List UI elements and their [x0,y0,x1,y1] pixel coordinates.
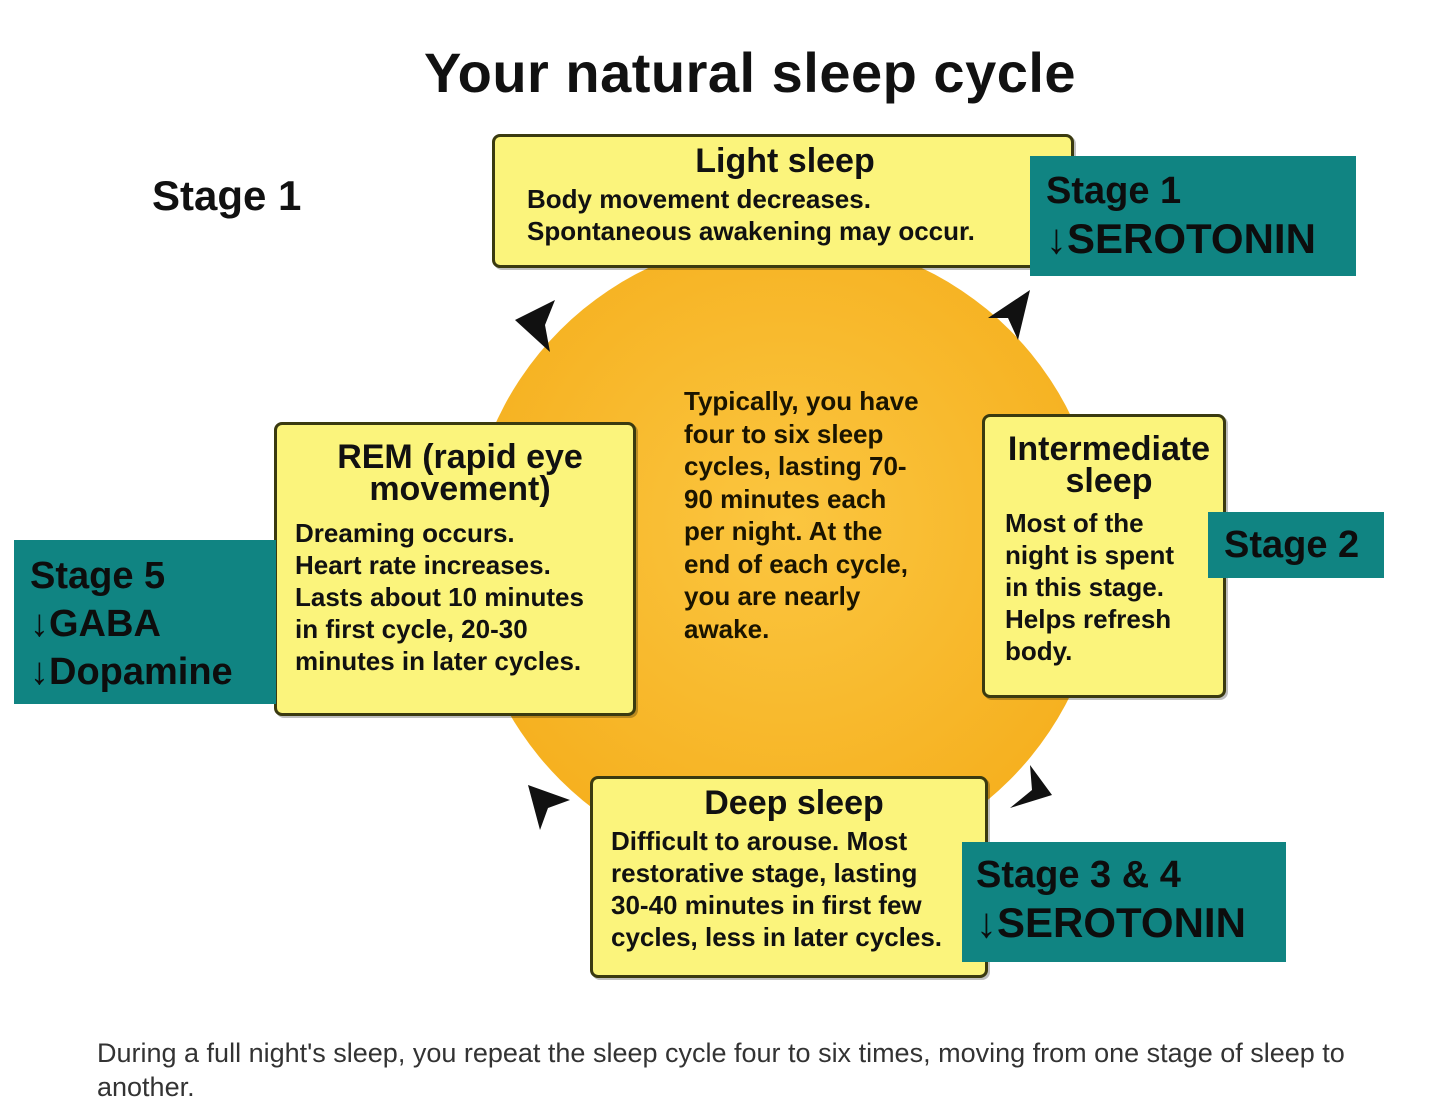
rem-sleep-line-1: Dreaming occurs. [295,518,515,548]
stage-3-4-tag: Stage 3 & 4 ↓SEROTONIN [962,842,1286,962]
stage-1-tag-title: Stage 1 [1046,170,1182,212]
intermediate-sleep-line-4: Helps refresh [1005,604,1172,634]
stage-2-tag-title: Stage 2 [1224,524,1360,566]
intermediate-sleep-line-1: Most of the [1005,508,1144,538]
stage-1-label: Stage 1 [152,172,302,219]
arrow-light-to-intermediate [988,290,1030,340]
center-text: Typically, you have four to six sleep cy… [684,386,919,644]
deep-sleep-box: Deep sleep Difficult to arouse. Most res… [590,776,988,978]
light-sleep-title: Light sleep [695,142,875,180]
stage-3-4-tag-title: Stage 3 & 4 [976,854,1181,896]
arrow-rem-to-light [515,300,555,352]
deep-sleep-line-1: Difficult to arouse. Most [611,826,908,856]
deep-sleep-line-2: restorative stage, lasting [611,858,918,888]
rem-sleep-title-1: REM (rapid eye [337,438,583,476]
stage-1-tag-line-1: ↓SEROTONIN [1046,215,1316,262]
intermediate-sleep-line-5: body. [1005,636,1073,666]
intermediate-sleep-title-2: sleep [1065,462,1153,500]
deep-sleep-line-3: 30-40 minutes in first few [611,890,922,920]
intermediate-sleep-box: Intermediate sleep Most of the night is … [982,414,1226,698]
intermediate-sleep-title-1: Intermediate [1007,430,1211,468]
intermediate-sleep-line-3: in this stage. [1005,572,1164,602]
stage-2-tag: Stage 2 [1208,512,1384,578]
arrow-deep-to-rem [528,785,570,830]
rem-sleep-title-2: movement) [369,470,551,508]
deep-sleep-line-4: cycles, less in later cycles. [611,922,943,952]
stage-5-tag-title: Stage 5 [30,555,166,597]
stage-3-4-tag-line-1: ↓SEROTONIN [976,899,1246,946]
rem-sleep-line-3: Lasts about 10 minutes [295,582,584,612]
rem-sleep-box: REM (rapid eye movement) Dreaming occurs… [274,422,636,716]
intermediate-sleep-line-2: night is spent [1005,540,1174,570]
arrow-intermediate-to-deep [1010,765,1052,808]
rem-sleep-line-5: minutes in later cycles. [295,646,582,676]
stage-5-tag: Stage 5 ↓GABA ↓Dopamine [14,540,276,704]
stage-5-tag-line-2: ↓Dopamine [30,651,233,693]
stage-1-tag: Stage 1 ↓SEROTONIN [1030,156,1356,276]
light-sleep-line-2: Spontaneous awakening may occur. [527,216,975,246]
stage-5-tag-line-1: ↓GABA [30,603,161,645]
caption: During a full night's sleep, you repeat … [97,1038,1345,1102]
diagram-title: Your natural sleep cycle [423,41,1077,104]
light-sleep-box: Light sleep Body movement decreases. Spo… [492,134,1074,268]
rem-sleep-line-2: Heart rate increases. [295,550,551,580]
rem-sleep-line-4: in first cycle, 20-30 [295,614,528,644]
light-sleep-line-1: Body movement decreases. [527,184,871,214]
deep-sleep-title: Deep sleep [704,784,884,822]
